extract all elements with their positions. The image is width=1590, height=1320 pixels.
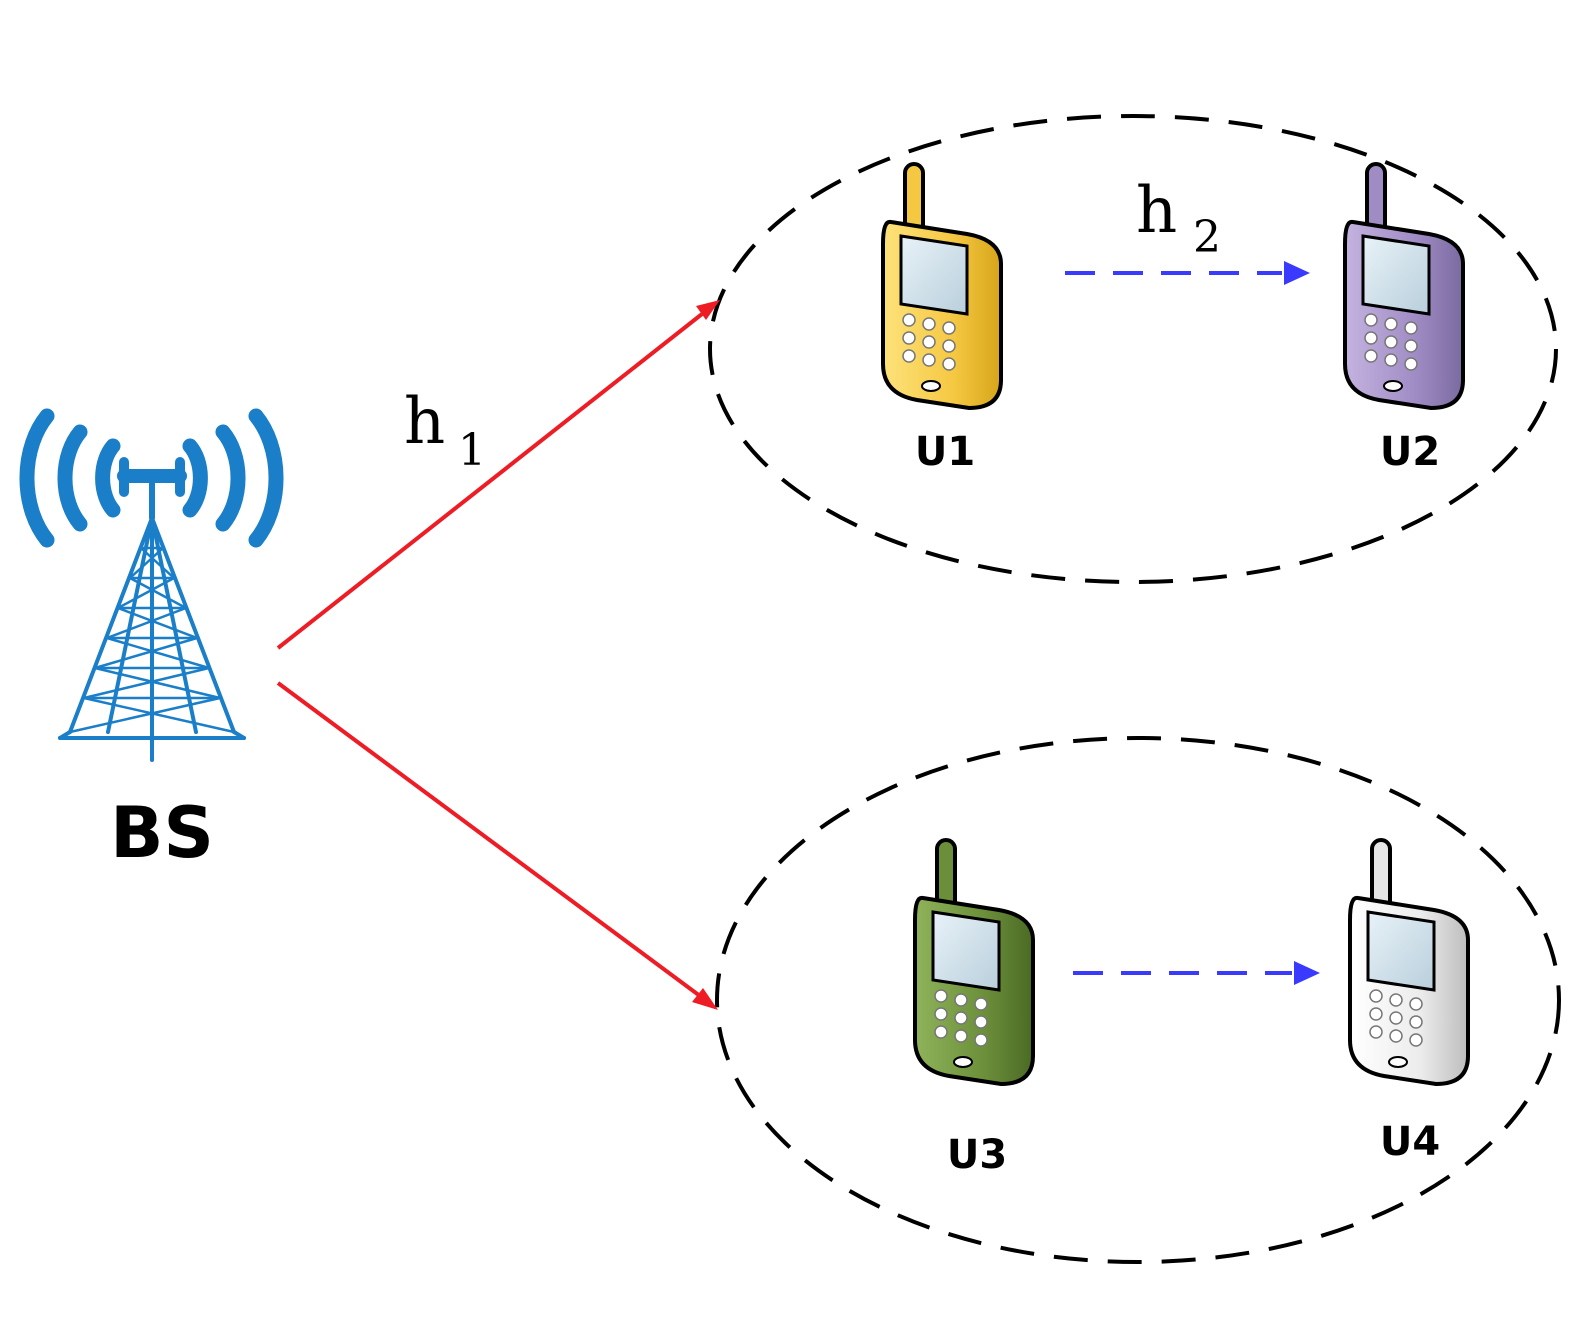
link-u3-to-u4 (1073, 961, 1320, 985)
u3-label: U3 (947, 1132, 1007, 1178)
tower-icon (19, 408, 284, 762)
phone-icon-u2 (1343, 162, 1465, 411)
bs-label: BS (110, 792, 214, 874)
label-h1: h 1 (404, 385, 486, 476)
u4-label: U4 (1380, 1119, 1440, 1165)
link-u1-to-u2 (1065, 261, 1310, 285)
phone-icon-u4 (1348, 838, 1470, 1087)
label-h2: h 2 (1136, 174, 1221, 263)
u1-label: U1 (915, 429, 975, 475)
u2-label: U2 (1380, 429, 1440, 475)
svg-text:h: h (1136, 174, 1177, 248)
svg-text:2: 2 (1193, 212, 1221, 263)
cluster-top (708, 114, 1558, 584)
phone-icon-u3 (913, 838, 1035, 1087)
link-bs-to-top-cluster (276, 300, 720, 650)
svg-text:1: 1 (458, 425, 486, 476)
cluster-bottom (715, 736, 1561, 1264)
phone-icon-u1 (881, 162, 1003, 411)
link-bs-to-bottom-cluster (276, 681, 718, 1010)
svg-text:h: h (404, 385, 445, 459)
